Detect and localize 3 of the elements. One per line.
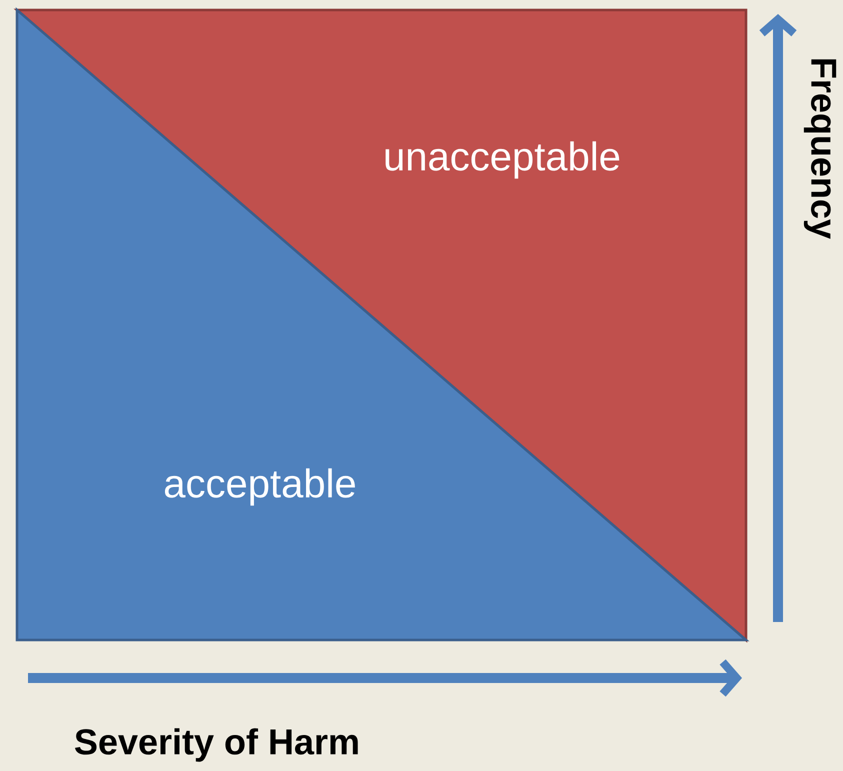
- axis-label: Frequency: [804, 59, 836, 239]
- axis-label: Severity of Harm: [74, 728, 358, 762]
- triangle-region: acceptable: [164, 468, 355, 506]
